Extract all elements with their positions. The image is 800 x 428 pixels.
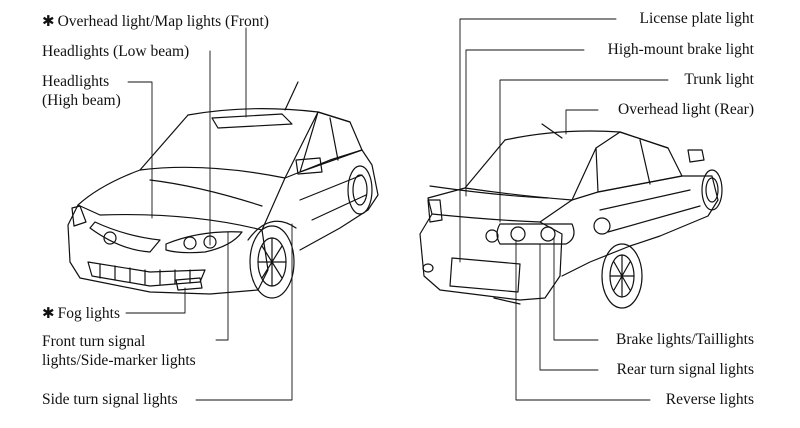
label-headlights-high-line2: (High beam) [42,92,121,110]
label-overhead-front: ✱Overhead light/Map lights (Front) [42,12,269,31]
label-license-plate: License plate light [640,10,755,28]
label-high-mount-brake: High-mount brake light [608,41,754,59]
rear-car-taillight-left [428,200,442,222]
rear-car-side-window [596,132,682,192]
label-headlights-low: Headlights (Low beam) [42,43,189,61]
rear-car-rear-window [465,140,596,200]
label-trunk: Trunk light [684,71,754,89]
leader-overhead-rear [566,110,598,134]
label-fog-lights: ✱Fog lights [42,304,120,323]
label-front-turn-line2: lights/Side-marker lights [42,352,196,370]
label-side-turn: Side turn signal lights [42,391,178,409]
front-car-sunroof [212,114,292,128]
rear-car-emblem [486,230,498,242]
label-front-turn-line1: Front turn signal [42,333,145,351]
front-car-rear-wheel [348,166,372,214]
asterisk-marker-icon: ✱ [42,12,55,30]
label-headlights-high-line1: Headlights [42,73,109,91]
front-car-headlight-left [72,206,86,226]
front-car-bumper [68,205,268,294]
front-car-illustration [68,82,378,298]
front-car-grille [90,222,160,252]
rear-car-antenna [542,124,562,138]
label-reverse: Reverse lights [666,391,754,409]
front-car-windshield [140,112,318,178]
rear-car-exhaust [423,264,433,272]
front-car-hood [78,170,285,230]
asterisk-marker-icon: ✱ [42,304,55,322]
label-overhead-rear: Overhead light (Rear) [618,101,754,119]
label-brake-tail: Brake lights/Taillights [616,331,754,349]
front-car-side-body [285,150,378,250]
rear-car-illustration [420,124,722,308]
leader-headlights-high [128,82,152,218]
label-rear-turn: Rear turn signal lights [617,361,754,379]
rear-car-mirror [688,150,704,162]
front-car-antenna [285,82,298,110]
front-leader-lines [126,28,292,400]
leader-license-plate [460,19,616,262]
rear-car-plate-recess [450,258,520,292]
rear-car-rear-face [420,214,562,300]
